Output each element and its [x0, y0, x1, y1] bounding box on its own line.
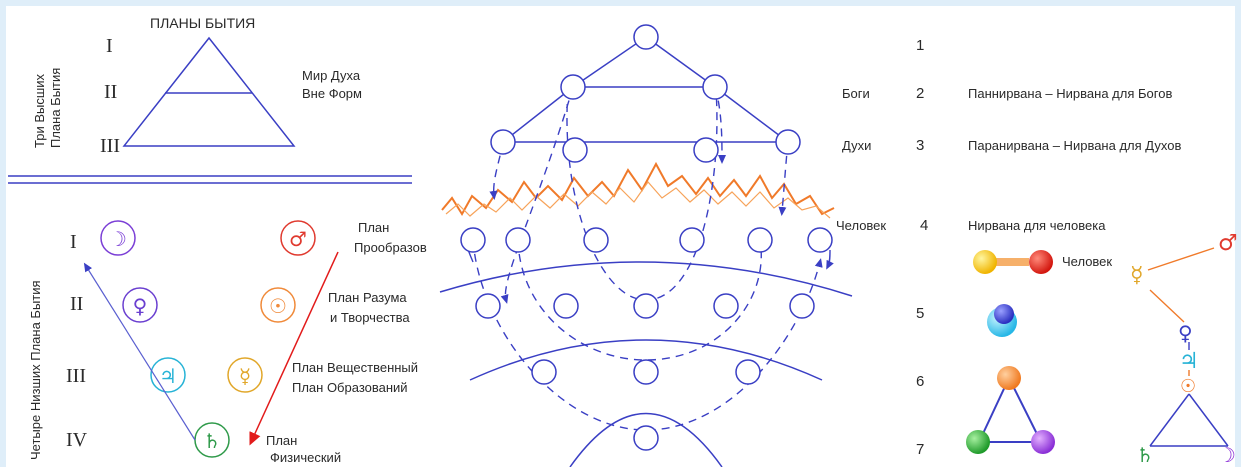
human-sphere-label: Человек: [1062, 254, 1112, 269]
mercury-icon: ☿: [239, 364, 251, 388]
roman-lower-2: II: [70, 293, 83, 315]
mercury-chain-icon: ☿: [1130, 263, 1144, 288]
spirits-label: Духи: [842, 138, 871, 153]
frame-top: [0, 0, 1241, 6]
plane-mind-line2: и Творчества: [330, 310, 410, 325]
diagram-title: ПЛАНЫ БЫТИЯ: [150, 15, 255, 31]
plane-archetypes-line2: Прообразов: [354, 240, 427, 255]
roman-lower-1: I: [70, 231, 77, 253]
level-1-number: 1: [916, 37, 924, 54]
lower-planes-label: Четыре Низших Плана Бытия: [28, 280, 43, 460]
roman-upper-1: I: [106, 35, 113, 57]
red-sphere: [1029, 250, 1053, 274]
mercury-symbol: ☿: [227, 357, 263, 393]
higher-planes-triangle: [122, 36, 296, 147]
arc-level-7: [569, 412, 723, 467]
blue-sphere: [994, 304, 1014, 324]
sun-chain-icon: ☉: [1180, 376, 1196, 397]
gods-nirvana-desc: Паннирвана – Нирвана для Богов: [968, 86, 1172, 101]
frame-left: [0, 0, 6, 467]
evolution-dashed-curve-outer: [472, 239, 823, 431]
spirits-nirvana-desc: Паранирвана – Нирвана для Духов: [968, 138, 1181, 153]
purple-sphere: [1031, 430, 1055, 454]
jupiter-symbol: ♃: [150, 357, 186, 393]
venus-icon: ♀: [133, 294, 148, 318]
orange-sphere: [997, 366, 1021, 390]
spheres-panel: Человек: [966, 250, 1112, 454]
ascent-arrow: [83, 262, 196, 441]
level-7-number: 7: [916, 441, 924, 458]
upper-planes-block: ПЛАНЫ БЫТИЯ Три Высших Плана Бытия I II …: [8, 15, 412, 184]
green-sphere: [966, 430, 990, 454]
plane-physical-line2: Физический: [270, 450, 341, 465]
gods-label: Боги: [842, 86, 870, 101]
roman-lower-4: IV: [66, 429, 88, 451]
arc-level-5: [439, 261, 853, 297]
saturn-icon: ♄: [203, 429, 221, 453]
level-6-number: 6: [916, 373, 924, 390]
spirit-label-2: Вне Форм: [302, 86, 362, 101]
mars-icon: ♂: [289, 227, 307, 251]
sun-icon: ☉: [269, 294, 287, 318]
arc-level-6: [469, 339, 823, 381]
levels-column: 1 2 3 4 5 6 7 Боги Духи Человек Паннирва…: [836, 37, 1181, 458]
level-4-number: 4: [920, 217, 928, 234]
plane-material-line2: План Образований: [292, 380, 408, 395]
saturn-chain-icon: ♄: [1136, 443, 1154, 467]
higher-planes-label-2: Плана Бытия: [48, 68, 63, 148]
moon-symbol: ☽: [100, 220, 136, 256]
roman-upper-2: II: [104, 81, 117, 103]
sun-symbol: ☉: [260, 287, 296, 323]
central-cosmogram: [439, 24, 853, 467]
moon-chain-icon: ☽: [1218, 443, 1236, 467]
saturn-symbol: ♄: [194, 422, 230, 458]
mars-chain-icon: ♂: [1218, 231, 1238, 256]
fire-band: [441, 161, 835, 216]
cosmogram-nodes: [460, 24, 833, 451]
level-5-number: 5: [916, 305, 924, 322]
level-3-number: 3: [916, 137, 924, 154]
level-2-number: 2: [916, 85, 924, 102]
jupiter-icon: ♃: [159, 364, 177, 388]
plane-mind-line1: План Разума: [328, 290, 407, 305]
plane-archetypes-line1: План: [358, 220, 389, 235]
venus-chain-icon: ♀: [1178, 321, 1193, 345]
venus-symbol: ♀: [122, 287, 158, 323]
planetary-chain: ♂ ☿ ♀ ♃ ☉ ♄ ☽: [1130, 231, 1238, 467]
evolution-dashed-curve-middle: [517, 239, 762, 361]
yellow-sphere: [973, 250, 997, 274]
frame-right: [1235, 0, 1241, 467]
jupiter-chain-icon: ♃: [1179, 349, 1199, 374]
plane-physical-line1: План: [266, 433, 297, 448]
moon-icon: ☽: [109, 227, 127, 251]
human-level-label: Человек: [836, 218, 886, 233]
plane-material-line1: План Вещественный: [292, 360, 418, 375]
roman-upper-3: III: [100, 135, 120, 157]
lower-planes-block: Четыре Низших Плана Бытия I II III IV ☽ …: [28, 220, 427, 465]
mars-symbol: ♂: [280, 220, 316, 256]
roman-lower-3: III: [66, 365, 86, 387]
higher-planes-label-1: Три Высших: [32, 73, 47, 148]
human-nirvana-desc: Нирвана для человека: [968, 218, 1106, 233]
spirit-label-1: Мир Духа: [302, 68, 361, 83]
descent-arrow: [249, 251, 339, 446]
